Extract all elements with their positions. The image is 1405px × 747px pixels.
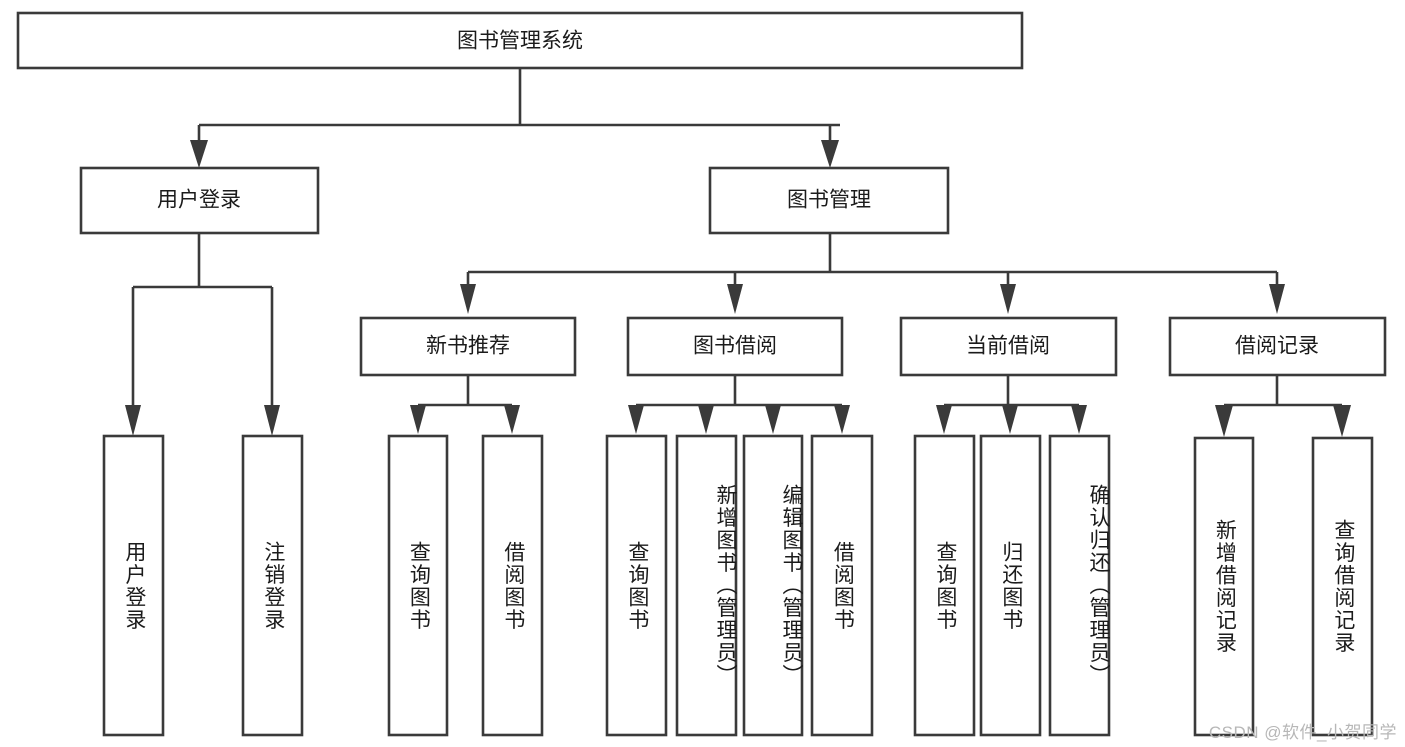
node-current-borrow-box[interactable]: [899, 316, 1118, 377]
arrow-head-leaf-add-record: [1215, 405, 1233, 437]
node-leaf-return-book-box[interactable]: [979, 434, 1042, 737]
node-leaf-query-book-3-box[interactable]: [913, 434, 976, 737]
node-leaf-logout-login-box[interactable]: [241, 434, 304, 737]
node-leaf-query-record-box[interactable]: [1311, 436, 1374, 737]
node-borrow-record-label: 借阅记录: [1235, 335, 1319, 358]
arrow-head-leaf-confirm-return: [1071, 405, 1087, 434]
node-root[interactable]: 图书管理系统: [16, 11, 1024, 70]
node-book-management-box[interactable]: [708, 166, 950, 235]
node-current-borrow-label: 当前借阅: [966, 335, 1050, 358]
arrow-head-book-borrow: [727, 284, 743, 314]
node-new-book-recommend[interactable]: 新书推荐: [359, 316, 577, 377]
arrow-head-current-borrow: [1000, 284, 1016, 314]
node-leaf-borrow-book-2-box[interactable]: [810, 434, 874, 737]
arrow-head-leaf-logout-login: [264, 405, 280, 436]
arrow-head-leaf-edit-book: [765, 405, 781, 434]
arrow-head-leaf-add-book: [698, 405, 714, 434]
node-new-book-recommend-label: 新书推荐: [426, 335, 510, 358]
node-user-login-label: 用户登录: [157, 189, 241, 212]
arrow-head-leaf-query-record: [1333, 405, 1351, 437]
node-new-book-recommend-box[interactable]: [359, 316, 577, 377]
node-leaf-edit-book-box[interactable]: [742, 434, 804, 737]
node-leaf-add-record-box[interactable]: [1193, 436, 1255, 737]
node-leaf-query-book-2-box[interactable]: [605, 434, 668, 737]
arrow-head-leaf-borrow-book-1: [504, 405, 520, 434]
node-book-management-label: 图书管理: [787, 189, 871, 212]
node-user-login-box[interactable]: [79, 166, 320, 235]
arrow-head-leaf-query-book-2: [628, 405, 644, 434]
node-leaf-borrow-book-1-box[interactable]: [481, 434, 544, 737]
node-borrow-record[interactable]: 借阅记录: [1168, 316, 1387, 377]
csdn-watermark: CSDN @软件_小贺同学: [1208, 723, 1397, 742]
node-leaf-user-login-box[interactable]: [102, 434, 165, 737]
arrow-head-borrow-record: [1269, 284, 1285, 314]
arrow-head-leaf-user-login: [125, 405, 141, 436]
connectors-group: [125, 68, 1351, 437]
node-root-label: 图书管理系统: [457, 30, 583, 53]
leaf-boxes-group: [102, 434, 1374, 737]
arrow-head-user-login: [190, 140, 208, 168]
node-current-borrow[interactable]: 当前借阅: [899, 316, 1118, 377]
arrow-head-leaf-return-book: [1002, 405, 1018, 434]
node-book-borrow-label: 图书借阅: [693, 335, 777, 358]
arrow-head-leaf-borrow-book-2: [834, 405, 850, 434]
arrow-head-new-book-recommend: [460, 284, 476, 314]
node-borrow-record-box[interactable]: [1168, 316, 1387, 377]
node-book-borrow-box[interactable]: [626, 316, 844, 377]
arrow-head-leaf-query-book-1: [410, 405, 426, 434]
arrow-head-book-management: [821, 140, 839, 168]
node-leaf-confirm-return-box[interactable]: [1048, 434, 1111, 737]
node-leaf-add-book-box[interactable]: [675, 434, 738, 737]
arrow-head-leaf-query-book-3: [936, 405, 952, 434]
node-root-box[interactable]: [16, 11, 1024, 70]
node-user-login[interactable]: 用户登录: [79, 166, 320, 235]
node-book-management[interactable]: 图书管理: [708, 166, 950, 235]
node-book-borrow[interactable]: 图书借阅: [626, 316, 844, 377]
node-leaf-query-book-1-box[interactable]: [387, 434, 449, 737]
